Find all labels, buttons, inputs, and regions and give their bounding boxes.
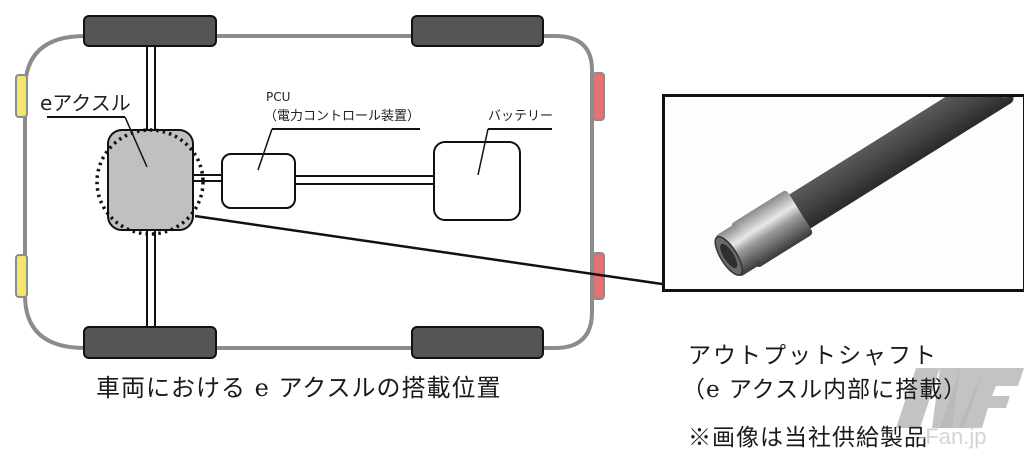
caption-output-shaft: アウトプットシャフト: [688, 343, 938, 369]
tire-rear-top: [411, 15, 544, 47]
pcu-leader-diag: [257, 128, 273, 171]
battery-box: [433, 141, 521, 221]
eaxle-box: [107, 129, 194, 231]
caption-output-shaft-sub: （e アクスル内部に搭載）: [682, 377, 968, 403]
battery-label: バッテリー: [488, 109, 553, 124]
watermark-logo-icon: [896, 368, 1024, 428]
front-light-bottom: [15, 254, 28, 298]
callout-line: [194, 214, 663, 286]
pcu-label-sub: （電力コントロール装置）: [264, 109, 420, 124]
shaft-body: [714, 59, 1024, 276]
tire-front-top: [83, 15, 217, 47]
eaxle-label: eアクスル: [40, 91, 131, 115]
eaxle-leader-diag: [124, 116, 148, 168]
battery-leader-diag: [477, 128, 489, 176]
caption-note: ※画像は当社供給製品: [688, 425, 928, 451]
pcu-box: [221, 153, 296, 209]
output-shaft-image: [714, 59, 1024, 276]
front-axle: [146, 44, 156, 330]
output-shaft-photo-frame: [662, 59, 1024, 292]
eaxle-highlight-dotted: [95, 128, 205, 236]
tire-rear-bottom: [411, 326, 544, 359]
front-light-top: [15, 74, 28, 118]
tire-front-bottom: [83, 326, 217, 359]
pcu-label: PCU: [266, 90, 290, 104]
caption-eaxle-position: 車両における e アクスルの搭載位置: [96, 374, 502, 402]
watermark-text: -Fan.jp: [918, 424, 987, 449]
rear-light-top: [592, 72, 605, 121]
drive-shafts: [193, 174, 434, 185]
